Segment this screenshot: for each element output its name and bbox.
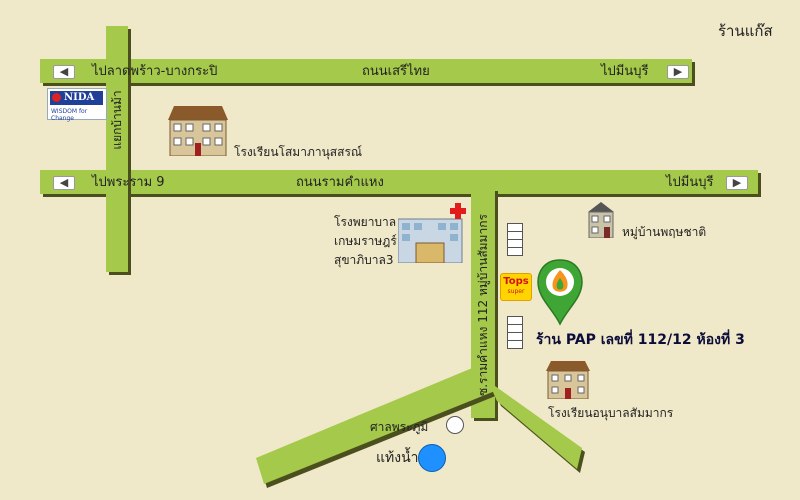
tops-logo: Tops super	[500, 273, 532, 301]
hospital-building-icon	[398, 218, 463, 263]
nida-emblem-icon	[52, 93, 61, 102]
arrow-right-icon: ▶	[726, 176, 748, 190]
map-pin-icon	[537, 259, 583, 326]
house-icon	[588, 202, 614, 238]
tops-name: Tops	[503, 276, 529, 287]
shop-row-upper	[507, 223, 523, 256]
school-top-label: โรงเรียนโสมาภานุสสรณ์	[234, 145, 363, 159]
road-label-yaek-ban-ma: แยกบ้านม้า	[110, 90, 124, 150]
nida-slogan: WISDOM for Change	[51, 108, 88, 122]
road-diagonal-left	[256, 366, 495, 484]
school-bottom-label: โรงเรียนอนุบาลสัมมากร	[548, 406, 674, 420]
road-label-min-buri-top: ไปมีนบุรี	[601, 64, 649, 79]
road-label-lat-phrao: ไปลาดพร้าว-บางกระปิ	[92, 64, 218, 79]
village-label: หมู่บ้านพฤษชาติ	[622, 225, 707, 239]
road-seri-thai	[40, 59, 692, 83]
road-label-seri-thai: ถนนเสรีไทย	[362, 64, 430, 79]
water-tank-label: แท้งน้ำ	[376, 450, 419, 466]
shop-row-lower	[507, 316, 523, 349]
hospital-label-line2: เกษมราษฎร์	[334, 234, 397, 248]
nida-name: NIDA	[64, 92, 95, 103]
road-yaek-ban-ma	[106, 26, 128, 272]
shrine-marker	[446, 416, 464, 434]
road-label-ramkhamhaeng: ถนนรามคำแหง	[296, 175, 384, 190]
road-label-rama-9: ไปพระราม 9	[92, 175, 165, 190]
road-label-soi-112: ซ.รามคำแหง 112 หมู่บ้านสัมมากร	[476, 214, 490, 396]
road-label-min-buri-mid: ไปมีนบุรี	[666, 175, 714, 190]
arrow-right-icon: ▶	[667, 65, 689, 79]
road-ramkhamhaeng	[40, 170, 758, 194]
arrow-left-icon: ◀	[53, 176, 75, 190]
tops-sub: super	[507, 288, 525, 295]
school-building-icon	[168, 106, 228, 156]
shop-gas-label: ร้านแก๊ส	[718, 22, 773, 40]
hospital-label-line1: โรงพยาบาล	[334, 215, 397, 229]
arrow-left-icon: ◀	[53, 65, 75, 79]
school-building-icon	[546, 361, 590, 399]
destination-label: ร้าน PAP เลขที่ 112/12 ห้องที่ 3	[536, 332, 745, 348]
shrine-label: ศาลพระภูมิ	[370, 420, 429, 434]
nida-logo: NIDA WISDOM for Change	[47, 88, 107, 122]
hospital-label-line3: สุขาภิบาล3	[334, 253, 394, 267]
water-tank-marker	[418, 444, 446, 472]
road-diagonal-right	[488, 381, 582, 469]
red-cross-icon	[450, 203, 466, 219]
